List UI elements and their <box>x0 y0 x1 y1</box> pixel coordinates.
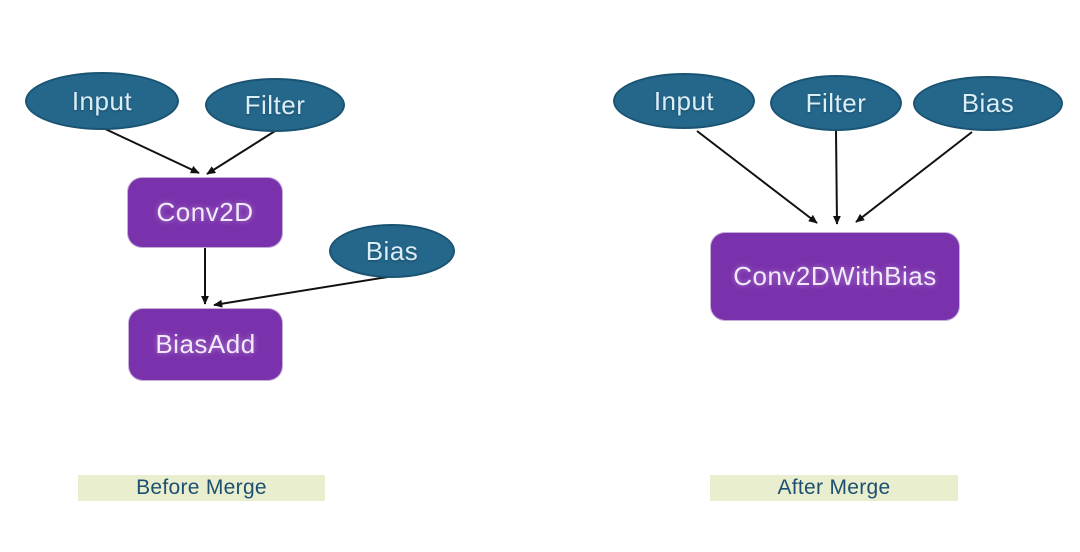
arrow-bias-to-merged <box>855 131 973 223</box>
node-input-after-label: Input <box>653 85 715 116</box>
node-filter-after: Filter <box>770 75 902 131</box>
node-biasadd: BiasAdd <box>129 309 282 380</box>
node-conv2dwithbias: Conv2DWithBias <box>711 233 959 320</box>
node-conv2d-label: Conv2D <box>156 197 254 227</box>
arrow-filter-to-merged <box>832 130 841 225</box>
node-conv2d: Conv2D <box>128 178 282 247</box>
node-conv2dwithbias-label: Conv2DWithBias <box>733 261 937 291</box>
node-bias-after-label: Bias <box>961 88 1015 118</box>
arrow-filter-to-conv2d <box>206 130 276 175</box>
after-merge-caption: After Merge <box>710 475 958 501</box>
node-bias-before: Bias <box>329 224 455 278</box>
after-merge-caption-label: After Merge <box>777 476 891 499</box>
arrow-bias-to-biasadd <box>213 274 401 308</box>
before-merge-caption-label: Before Merge <box>136 476 267 499</box>
node-filter-before: Filter <box>205 78 345 132</box>
node-bias-after: Bias <box>913 76 1063 131</box>
node-filter-after-label: Filter <box>805 87 867 118</box>
node-bias-before-label: Bias <box>365 235 419 266</box>
arrow-input-to-merged <box>696 130 818 224</box>
before-merge-caption: Before Merge <box>78 475 325 501</box>
node-input-before: Input <box>25 72 179 130</box>
node-input-after: Input <box>613 73 755 129</box>
arrow-input-to-conv2d <box>100 126 200 174</box>
node-filter-before-label: Filter <box>244 89 306 120</box>
node-input-before-label: Input <box>71 85 133 116</box>
node-biasadd-label: BiasAdd <box>155 329 256 359</box>
